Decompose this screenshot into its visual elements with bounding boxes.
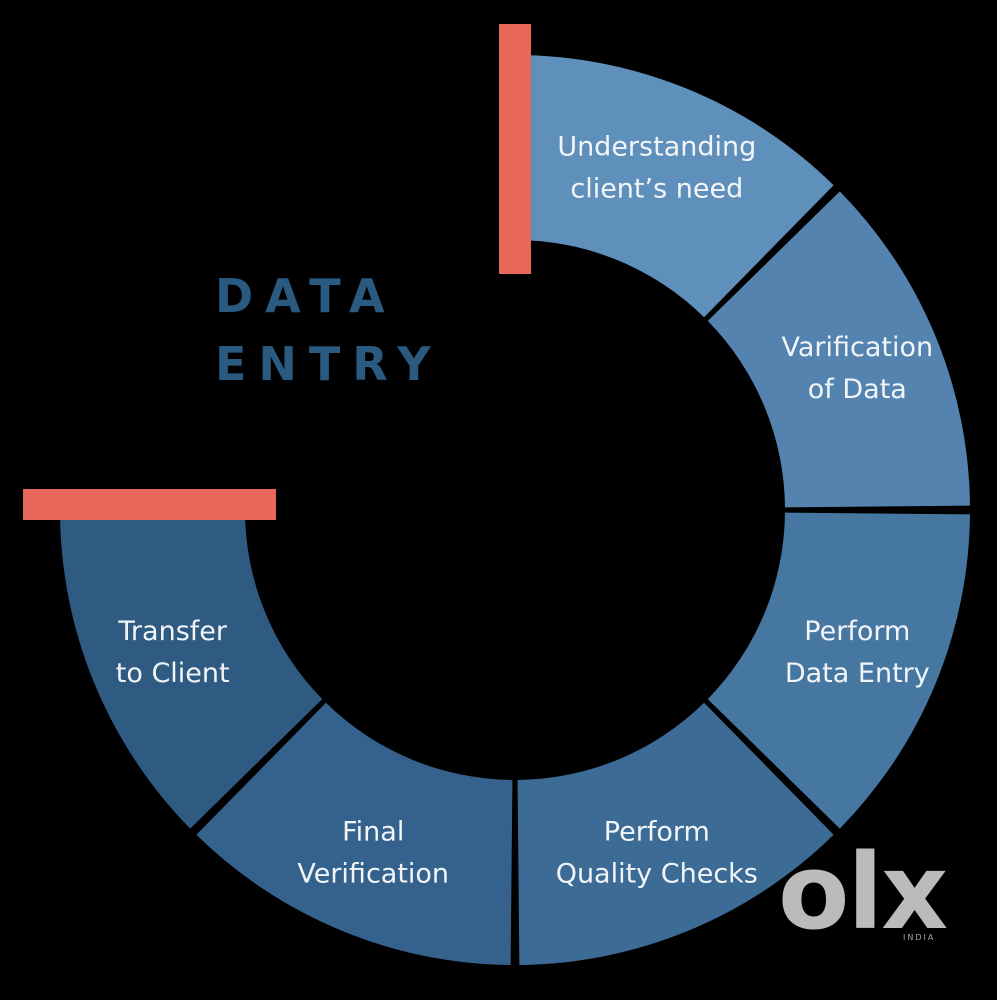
segment-label-6: Transfer to Client (116, 616, 230, 689)
segment-label-line: Understanding (557, 132, 756, 163)
olx-watermark: olx INDIA (778, 831, 949, 953)
segment-label-line: Transfer (117, 616, 227, 647)
ring-segment-6 (60, 510, 323, 829)
segment-label-line: Varification (781, 332, 933, 363)
segment-label-line: Perform (604, 816, 710, 847)
segment-label-line: to Client (116, 658, 230, 689)
ring-segment-2 (707, 191, 970, 508)
ring-segment-4 (517, 702, 834, 965)
olx-logo-text: olx (778, 831, 947, 953)
olx-logo-subtext: INDIA (903, 933, 935, 942)
segment-label-line: Data Entry (785, 658, 930, 689)
accent-bar-left (23, 489, 276, 520)
ring-segment-3 (707, 512, 970, 829)
segment-label-line: Final (342, 816, 404, 847)
segment-label-1: Understanding client’s need (557, 132, 756, 205)
segment-label-line: Verification (297, 858, 449, 889)
ring-segment-5 (196, 702, 513, 965)
title-line-1: DATA (215, 269, 397, 323)
segment-label-line: client’s need (570, 174, 743, 205)
segment-label-line: of Data (808, 374, 907, 405)
title-line-2: ENTRY (215, 337, 443, 391)
accent-bar-top (499, 24, 531, 274)
ring-segment-1 (515, 55, 834, 318)
segment-label-line: Perform (804, 616, 910, 647)
diagram-title: DATA ENTRY (215, 269, 443, 391)
segment-label-line: Quality Checks (556, 858, 758, 889)
segment-label-2: Varification of Data (781, 332, 933, 405)
